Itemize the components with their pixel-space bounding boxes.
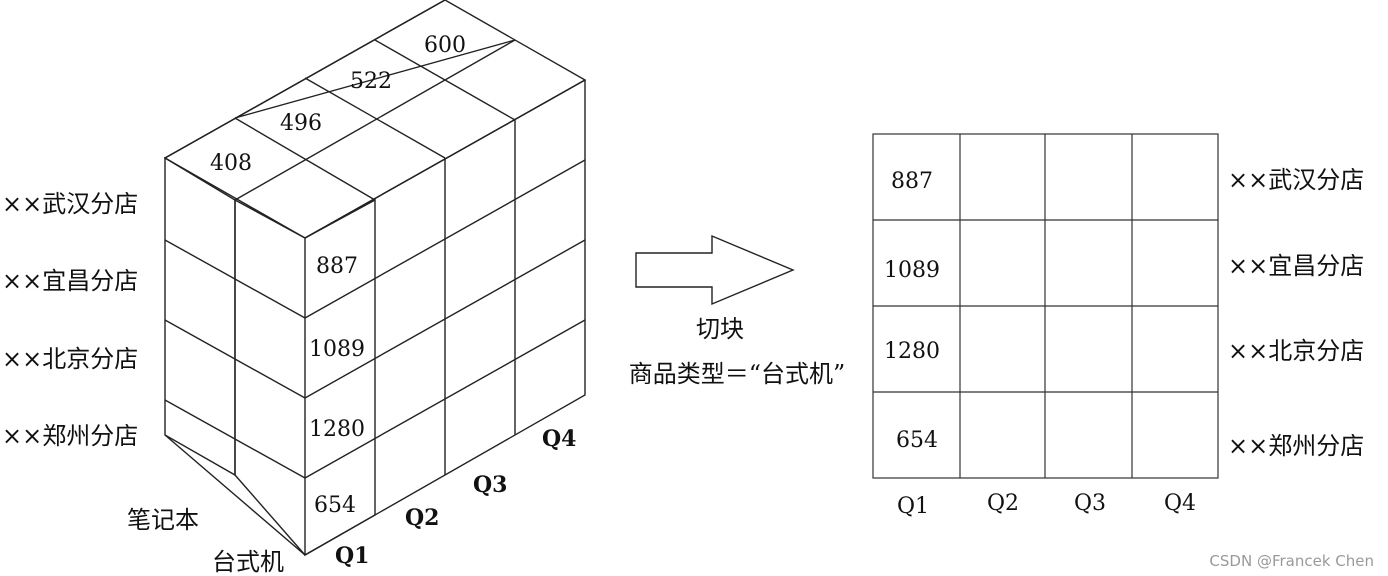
top-grid-line — [304, 77, 446, 159]
depth-label: 台式机 — [212, 548, 284, 576]
depth-label: 笔记本 — [127, 506, 199, 534]
top-value: 408 — [210, 151, 252, 176]
slice-value: 1280 — [884, 339, 940, 364]
top-grid-line — [234, 39, 516, 201]
front-value: 1280 — [309, 417, 365, 442]
front-value: 654 — [314, 493, 356, 518]
slice-quarter-label: Q2 — [987, 491, 1019, 516]
row-label: ××北京分店 — [2, 345, 138, 373]
top-value: 496 — [280, 111, 322, 136]
quarter-label: Q3 — [473, 472, 507, 498]
cube-quarter-labels: Q1 Q2 Q3 Q4 — [335, 426, 576, 569]
top-grid-line — [234, 39, 516, 119]
cube-bottom-edge — [164, 434, 306, 556]
operation-condition: 商品类型＝“台式机” — [629, 360, 846, 388]
slice-quarter-label: Q1 — [897, 494, 929, 519]
row-label: ××武汉分店 — [2, 190, 138, 218]
arrow-right-icon — [635, 234, 795, 306]
row-label: ××宜昌分店 — [2, 267, 138, 295]
slice-value: 887 — [891, 169, 933, 194]
olap-cube — [163, 0, 587, 557]
slice-quarter-label: Q4 — [1164, 491, 1196, 516]
depth-labels: 笔记本 台式机 — [127, 506, 284, 576]
cube-row-labels: ××武汉分店 ××宜昌分店 ××北京分店 ××郑州分店 — [2, 190, 138, 450]
slice-row-label: ××郑州分店 — [1228, 432, 1364, 460]
quarter-label: Q1 — [335, 543, 369, 569]
top-values: 408 496 522 600 — [210, 33, 466, 176]
operation-name: 切块 — [696, 315, 744, 343]
front-value: 1089 — [309, 337, 365, 362]
front-value: 887 — [316, 254, 358, 279]
slice-row-label: ××北京分店 — [1228, 337, 1364, 365]
slice-row-labels: ××武汉分店 ××宜昌分店 ××北京分店 ××郑州分店 — [1228, 166, 1364, 460]
slice-quarter-label: Q3 — [1074, 491, 1106, 516]
slice-value: 1089 — [884, 258, 940, 283]
top-value: 522 — [350, 69, 392, 94]
front-values: 887 1089 1280 654 — [309, 254, 365, 518]
slice-row-label: ××武汉分店 — [1228, 166, 1364, 194]
slice-quarter-labels: Q1 Q2 Q3 Q4 — [897, 491, 1196, 519]
watermark: CSDN @Francek Chen — [1209, 552, 1374, 570]
row-label: ××郑州分店 — [2, 422, 138, 450]
slice-row-label: ××宜昌分店 — [1228, 252, 1364, 280]
top-grid-line — [234, 117, 376, 201]
cube-left-face — [164, 156, 236, 477]
quarter-label: Q4 — [542, 426, 576, 452]
cube-depth-edge — [234, 199, 306, 239]
slice-value: 654 — [896, 428, 938, 453]
slice-values: 887 1089 1280 654 — [884, 169, 940, 453]
slice-grid — [872, 133, 1219, 479]
cube-depth-edge — [234, 474, 306, 556]
cube-right-edge — [304, 80, 586, 556]
top-value: 600 — [424, 33, 466, 58]
quarter-label: Q2 — [405, 505, 439, 531]
operation-text: 切块 商品类型＝“台式机” — [629, 315, 846, 388]
top-grid-line — [164, 0, 446, 159]
